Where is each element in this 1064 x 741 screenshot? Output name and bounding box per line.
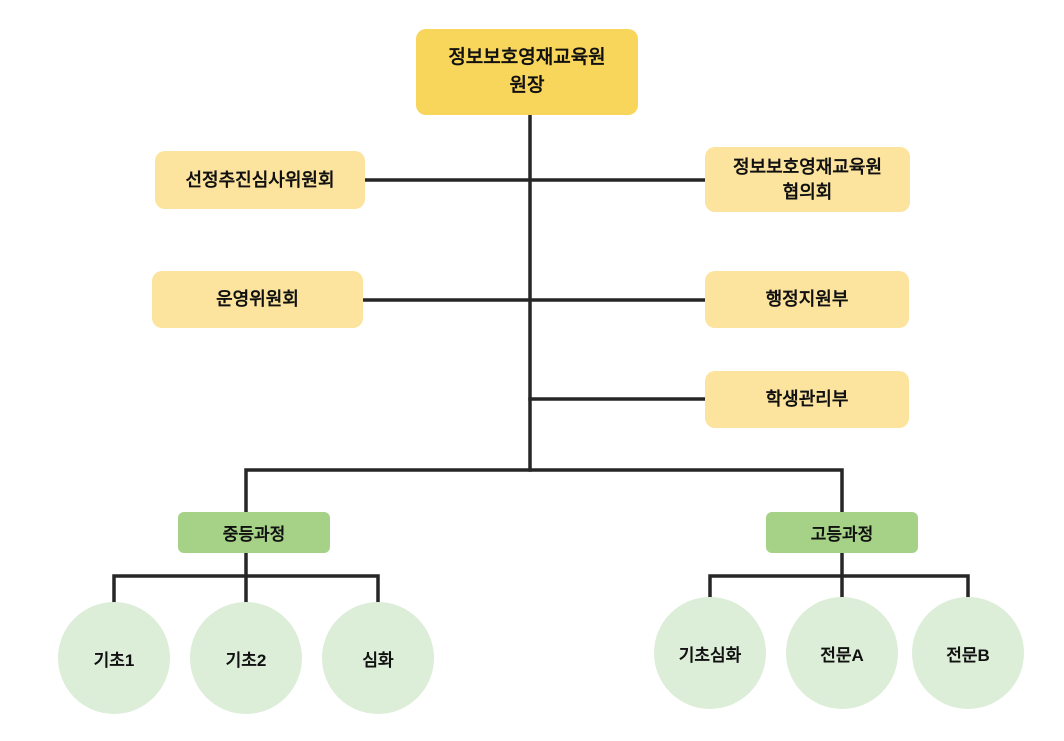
- node-director-label: 정보보호영재교육원 원장: [448, 46, 606, 97]
- node-middle-unit-basic2-label: 기초2: [225, 650, 267, 670]
- node-middle-course-label: 중등과정: [222, 525, 286, 544]
- node-high-unit-expert-b: 전문B: [912, 597, 1024, 709]
- node-education-council: 정보보호영재교육원 협의회: [705, 147, 910, 212]
- node-selection-review-committee: 선정추진심사위원회: [155, 151, 365, 209]
- node-high-unit-basic-advanced: 기초심화: [654, 597, 766, 709]
- node-steering-committee: 운영위원회: [152, 271, 363, 328]
- node-middle-unit-basic1: 기초1: [58, 602, 170, 714]
- node-middle-unit-basic1-label: 기초1: [93, 650, 135, 670]
- node-high-unit-basic-advanced-label: 기초심화: [678, 645, 742, 665]
- node-middle-unit-advanced-label: 심화: [362, 650, 394, 670]
- node-high-course-label: 고등과정: [810, 525, 874, 544]
- node-middle-unit-advanced: 심화: [322, 602, 434, 714]
- connector-middle-units: [112, 551, 380, 604]
- node-high-course: 고등과정: [766, 512, 918, 553]
- node-student-mgmt-dept-label: 학생관리부: [765, 389, 849, 410]
- node-high-unit-expert-a: 전문A: [786, 597, 898, 709]
- node-high-unit-expert-b-label: 전문B: [946, 645, 990, 665]
- node-high-unit-expert-a-label: 전문A: [820, 645, 864, 665]
- node-admin-support-dept-label: 행정지원부: [765, 289, 849, 310]
- node-steering-committee-label: 운영위원회: [216, 289, 299, 310]
- node-education-council-label: 정보보호영재교육원 협의회: [732, 157, 883, 202]
- node-admin-support-dept: 행정지원부: [705, 271, 909, 328]
- node-middle-course: 중등과정: [178, 512, 330, 553]
- node-selection-review-committee-label: 선정추진심사위원회: [185, 169, 335, 190]
- connector-course-bus: [244, 468, 844, 514]
- node-student-mgmt-dept: 학생관리부: [705, 371, 909, 428]
- node-middle-unit-basic2: 기초2: [190, 602, 302, 714]
- connector-high-units: [708, 551, 970, 599]
- node-director: 정보보호영재교육원 원장: [416, 29, 638, 115]
